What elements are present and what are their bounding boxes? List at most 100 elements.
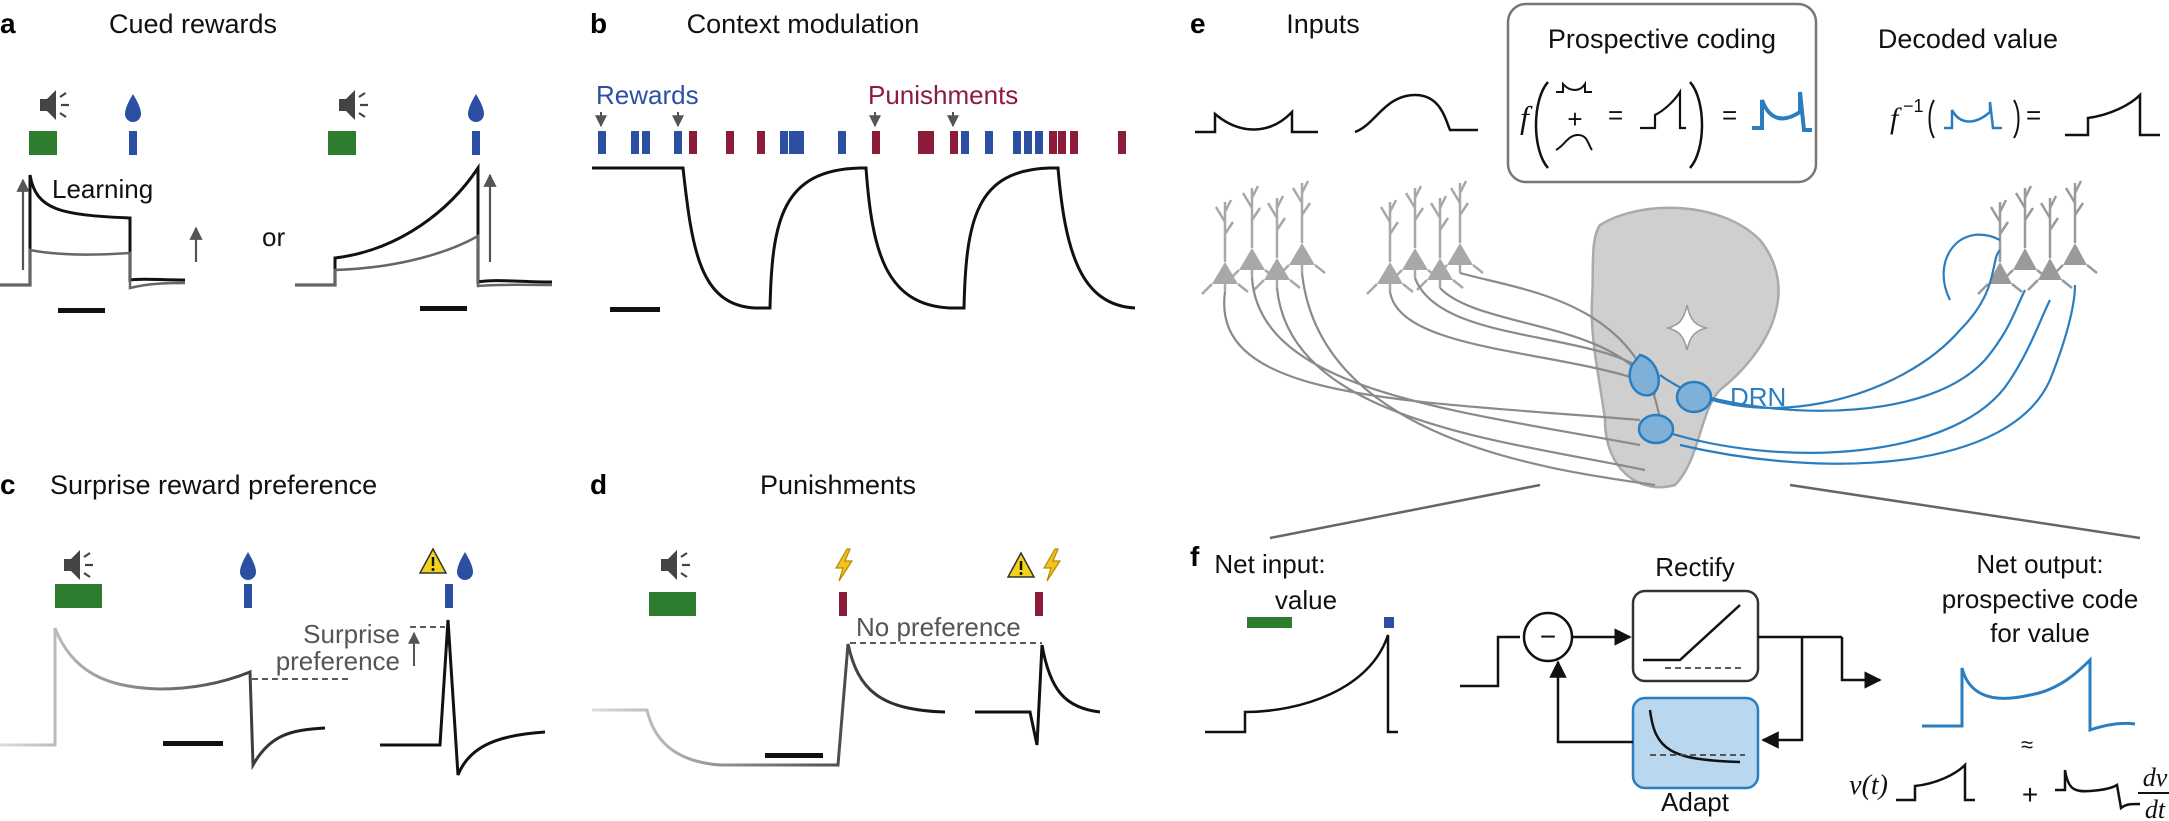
punishment-tick [950, 131, 958, 154]
rewards-label: Rewards [596, 80, 699, 110]
ramp-naive-trace [295, 233, 553, 288]
reward-tick [244, 584, 252, 608]
event-ticks [598, 131, 1126, 154]
learning-label: Learning [52, 174, 153, 204]
finv-symbol: f [1890, 102, 1902, 135]
punishment-response-trace [975, 644, 1101, 746]
sparkle-icon [1665, 304, 1709, 351]
panel-a: a Cued rewards Learning or [0, 8, 553, 313]
tone-speaker-icon [337, 88, 370, 122]
tone-speaker-icon [62, 548, 95, 582]
panel-d-title: Punishments [760, 470, 916, 500]
punishment-tick [757, 131, 765, 154]
reward-tick [631, 131, 639, 154]
approx-sign: ≈ [2021, 732, 2033, 757]
punishments-label: Punishments [868, 80, 1018, 110]
minus-sign: − [1540, 621, 1556, 652]
panel-b: b Context modulation Rewards Punishments [590, 8, 1136, 312]
panel-c-letter: c [0, 469, 16, 500]
reward-tick [1024, 131, 1032, 154]
net-input-label-2: value [1275, 585, 1337, 615]
panel-e: e Inputs Prospective coding f + = = Deco… [1190, 2, 2160, 540]
cue-bar [328, 131, 356, 155]
f-symbol: f [1520, 99, 1533, 135]
reward-tick [642, 131, 650, 154]
reward-drop-icon [468, 94, 484, 122]
input-trace-1 [1195, 108, 1318, 134]
drn-label: DRN [1730, 382, 1786, 412]
punishment-tick [1058, 131, 1066, 154]
panel-e-letter: e [1190, 8, 1206, 39]
equals-sign: = [2026, 100, 2041, 130]
reward-tick [796, 131, 804, 154]
reward-tick [674, 131, 682, 154]
no-preference-label: No preference [856, 612, 1021, 642]
drn-output-axons [1659, 233, 2077, 465]
learned-trace [0, 174, 186, 287]
dt-label: dt [2145, 795, 2166, 821]
reward-tick [445, 584, 453, 608]
net-output-trace [1922, 656, 2136, 733]
adapt-label: Adapt [1661, 787, 1730, 817]
drn-region [1590, 206, 1780, 489]
inputs-title: Inputs [1286, 9, 1360, 39]
adapt-box [1631, 696, 1760, 790]
net-input-label-1: Net input: [1214, 549, 1325, 579]
punishment-tick [918, 131, 926, 154]
reward-tick [1035, 131, 1043, 154]
tone-speaker-icon [38, 88, 71, 122]
net-output-label-1: Net output: [1976, 549, 2103, 579]
scale-bar [58, 308, 105, 313]
surprise-trace [0, 627, 326, 771]
reward-drop-icon [240, 552, 256, 580]
panel-b-letter: b [590, 8, 607, 39]
prospective-coding-box [1506, 2, 1818, 184]
net-output-label-2: prospective code [1942, 584, 2139, 614]
punishment-tick [839, 592, 847, 616]
rectify-label: Rectify [1655, 552, 1734, 582]
surprise-label-2: preference [276, 646, 400, 676]
scale-bar [765, 753, 823, 758]
punishment-tick [926, 131, 934, 154]
punishment-trace [592, 643, 946, 767]
input-trace-2 [1354, 93, 1478, 134]
dv-label: dv [2143, 763, 2168, 792]
panel-c-title: Surprise reward preference [50, 470, 377, 500]
shock-bolt-icon [835, 548, 853, 582]
prospective-coding-title: Prospective coding [1548, 24, 1776, 54]
scale-bar [163, 741, 223, 746]
plus-sign: + [2022, 779, 2038, 810]
or-label: or [262, 222, 285, 252]
panel-d-letter: d [590, 469, 607, 500]
reward-tick [838, 131, 846, 154]
punishment-tick [1035, 592, 1043, 616]
punishment-tick [726, 131, 734, 154]
scale-bar [610, 307, 660, 312]
reward-drop-icon [457, 552, 473, 580]
panel-c: c Surprise reward preference Surprise pr… [0, 469, 546, 776]
panel-d: d Punishments No preference [590, 469, 1101, 767]
net-output-label-3: for value [1990, 618, 2090, 648]
decoded-value-title: Decoded value [1878, 24, 2058, 54]
naive-trace [0, 248, 186, 290]
cue-bar [29, 131, 57, 155]
surprise-label-1: Surprise [303, 619, 400, 649]
punishment-tick [689, 131, 697, 154]
panel-f-letter: f [1190, 541, 1200, 572]
punishment-tick [1070, 131, 1078, 154]
plus-sign: + [1567, 104, 1582, 134]
reward-tick [789, 131, 797, 154]
reward-tick [1384, 617, 1394, 628]
finv-exponent: −1 [1903, 96, 1924, 116]
reward-drop-icon [125, 94, 141, 122]
vt-label: v(t) [1849, 770, 1888, 801]
punishment-tick [872, 131, 880, 154]
reward-tick [961, 131, 969, 154]
panel-f: f Net input: value − Rectify Adapt Net o… [1190, 541, 2169, 821]
input-neurons-left [1200, 179, 1327, 296]
panel-b-title: Context modulation [687, 9, 920, 39]
shock-bolt-icon [1043, 548, 1061, 582]
tone-speaker-icon [659, 548, 692, 582]
punishment-tick [1118, 131, 1126, 154]
